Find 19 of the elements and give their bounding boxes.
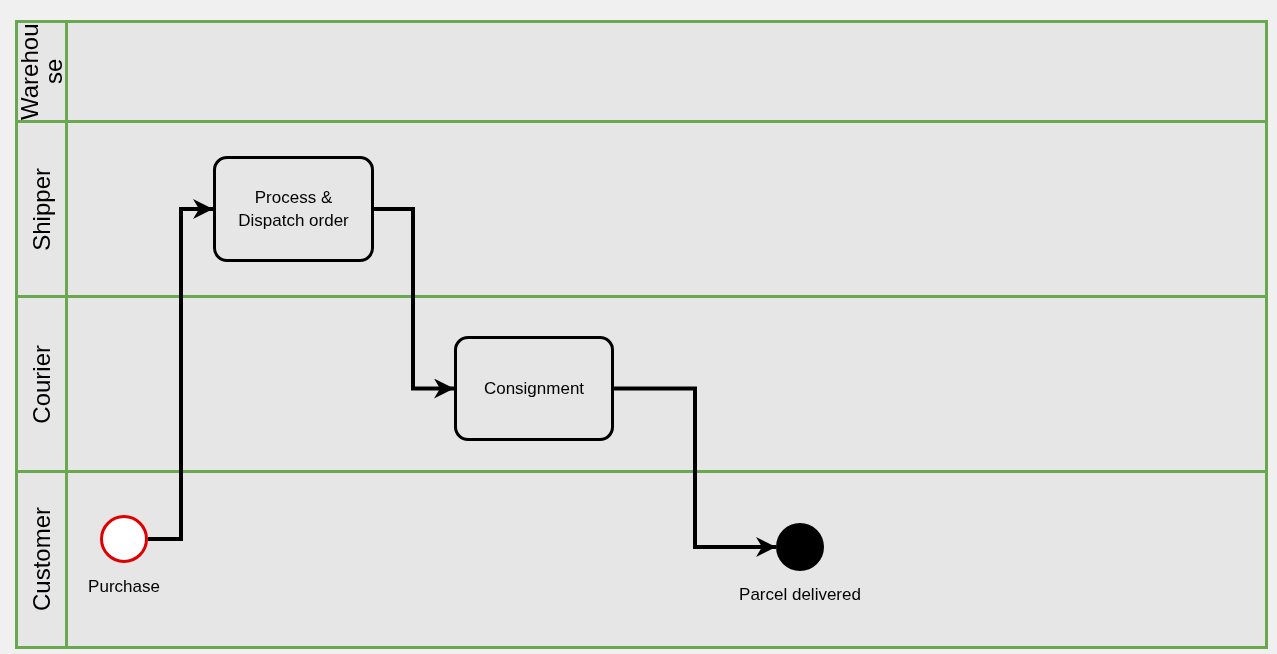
end-event-circle [776, 523, 824, 571]
start-event-circle [100, 515, 148, 563]
task-box [454, 336, 614, 441]
task-label: Consignment [482, 378, 586, 400]
event-label: Purchase [88, 577, 160, 597]
lane-title: Shipper [29, 167, 54, 251]
lane-title: Warehouse [17, 23, 66, 120]
swimlane [15, 295, 1268, 473]
task-box [213, 156, 374, 262]
event-label: Parcel delivered [739, 585, 861, 605]
swimlane [15, 20, 1268, 123]
arrow [614, 386, 776, 557]
arrow [148, 199, 213, 541]
swimlane [15, 470, 1268, 649]
lane-title: Courier [29, 344, 54, 424]
arrow [374, 207, 454, 399]
swimlane [15, 120, 1268, 298]
lane-title: Customer [29, 507, 54, 612]
task-label: Process & Dispatch order [237, 187, 350, 232]
